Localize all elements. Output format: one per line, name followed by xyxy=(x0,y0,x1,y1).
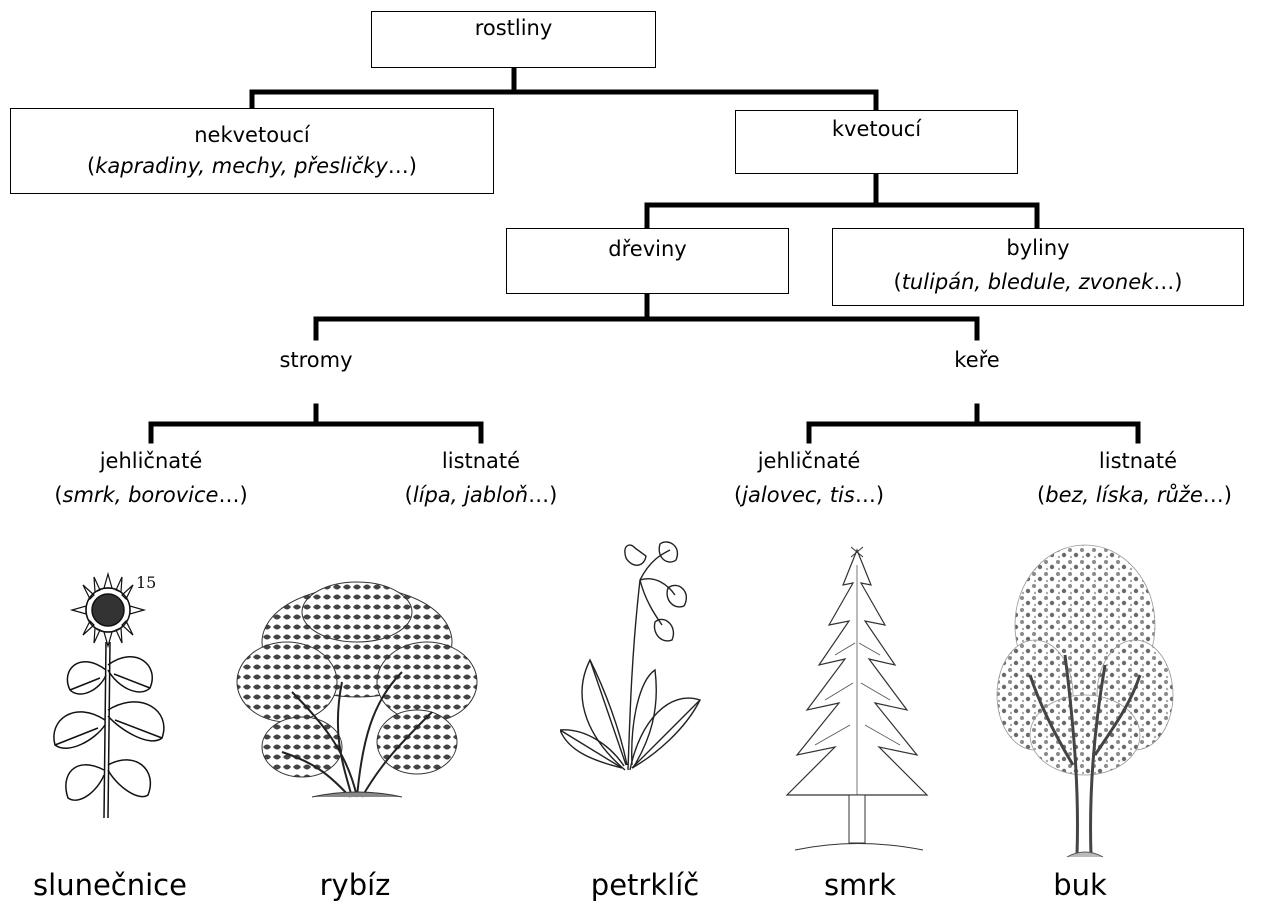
node-stromy-listnate-label: listnaté xyxy=(441,449,521,473)
node-kere-jehlicnate-examples: (jalovec, tis…) xyxy=(689,481,929,509)
sunflower-illustration: 15 xyxy=(53,571,165,819)
paren-open: ( xyxy=(404,483,413,507)
paren-open: ( xyxy=(54,483,63,507)
caption-petrklic: petrklíč xyxy=(590,868,700,902)
spruce-tree-illustration xyxy=(785,546,929,851)
paren-close: …) xyxy=(528,483,558,507)
paren-open: ( xyxy=(893,270,902,294)
examples-text: bez, líska, růže xyxy=(1045,483,1203,507)
paren-open: ( xyxy=(87,154,96,178)
node-stromy-jehlicnate-examples: (smrk, borovice…) xyxy=(16,481,286,509)
beech-tree-illustration xyxy=(996,544,1174,858)
node-dreviny: dřeviny xyxy=(506,228,789,294)
examples-text: jalovec, tis xyxy=(742,483,855,507)
examples-text: kapradiny, mechy, přesličky xyxy=(95,154,388,178)
node-byliny: byliny (tulipán, bledule, zvonek…) xyxy=(832,228,1244,306)
node-stromy-jehlicnate-label: jehličnaté xyxy=(99,449,203,473)
examples-text: smrk, borovice xyxy=(62,483,219,507)
corner-number: 15 xyxy=(136,573,156,592)
caption-rybiz: rybíz xyxy=(319,868,391,902)
node-stromy-label: stromy xyxy=(279,348,353,372)
caption-smrk: smrk xyxy=(823,868,897,902)
caption-buk: buk xyxy=(1053,868,1107,902)
paren-close: …) xyxy=(387,154,417,178)
node-byliny-examples: (tulipán, bledule, zvonek…) xyxy=(833,268,1243,296)
paren-close: …) xyxy=(1202,483,1232,507)
node-dreviny-label: dřeviny xyxy=(608,237,687,261)
node-byliny-label: byliny xyxy=(1006,236,1070,260)
primrose-illustration xyxy=(560,541,701,771)
paren-close: …) xyxy=(854,483,885,507)
examples-text: tulipán, bledule, zvonek xyxy=(901,270,1154,294)
node-kere-listnate-examples: (bez, líska, růže…) xyxy=(1000,481,1269,509)
node-kere-listnate-label: listnaté xyxy=(1098,449,1178,473)
node-stromy-listnate-examples: (lípa, jabloň…) xyxy=(361,481,601,509)
paren-open: ( xyxy=(733,483,743,507)
currant-bush-illustration xyxy=(236,581,478,798)
node-kere-jehlicnate-label: jehličnaté xyxy=(757,449,861,473)
node-nekvetouci: nekvetoucí (kapradiny, mechy, přesličky…… xyxy=(10,108,494,194)
node-nekvetouci-examples: (kapradiny, mechy, přesličky…) xyxy=(11,152,493,180)
node-root: rostliny xyxy=(371,11,656,68)
paren-close: …) xyxy=(218,483,248,507)
node-kvetouci: kvetoucí xyxy=(735,110,1018,174)
node-kvetouci-label: kvetoucí xyxy=(831,117,922,141)
paren-open: ( xyxy=(1037,483,1046,507)
node-nekvetouci-label: nekvetoucí xyxy=(194,123,310,147)
examples-text: lípa, jabloň xyxy=(412,483,529,507)
node-kere-label: keře xyxy=(954,348,1000,372)
paren-close: …) xyxy=(1153,270,1183,294)
caption-slunecnice: slunečnice xyxy=(33,868,187,902)
node-root-label: rostliny xyxy=(474,16,553,40)
